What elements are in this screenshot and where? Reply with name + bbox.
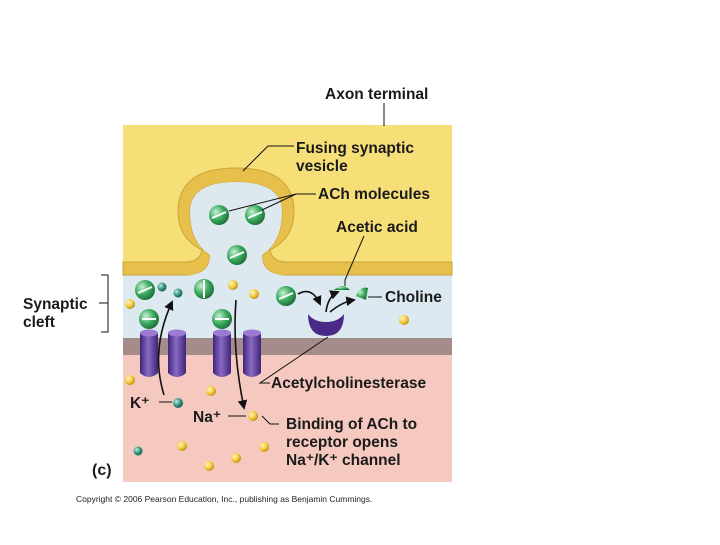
label-synaptic-cleft: Synaptic cleft	[23, 296, 88, 331]
na-ion	[206, 386, 216, 396]
label-acetylcholinesterase: Acetylcholinesterase	[271, 375, 427, 392]
na-ion	[259, 442, 269, 452]
panel-label: (c)	[92, 462, 112, 479]
k-ion	[133, 446, 143, 456]
k-efflux-arrow	[157, 300, 174, 396]
synaptic-cleft-region	[123, 275, 452, 338]
na-ion	[228, 280, 238, 290]
k-ion	[173, 288, 183, 298]
label-na-ion: Na⁺	[193, 409, 221, 426]
na-ion	[204, 461, 214, 471]
na-ion	[248, 411, 258, 421]
ach-to-enzyme-arrow	[297, 290, 322, 306]
ach-molecule-bound	[139, 309, 159, 329]
label-choline: Choline	[385, 289, 442, 306]
label-axon-terminal: Axon terminal	[325, 86, 429, 103]
label-ach-molecules: ACh molecules	[318, 186, 430, 203]
leader-lines	[99, 103, 385, 425]
label-k-ion: K⁺	[130, 395, 150, 412]
copyright-notice: Copyright © 2006 Pearson Education, Inc.…	[76, 494, 373, 504]
ach-molecule	[209, 205, 229, 225]
ach-molecule-bound	[212, 309, 232, 329]
synaptic-vesicle	[186, 182, 286, 275]
na-ion	[177, 441, 187, 451]
na-ion	[125, 375, 135, 385]
choline-fragment	[356, 287, 368, 300]
na-ion	[249, 289, 259, 299]
acetic-acid-fragment	[334, 286, 350, 290]
label-fusing-vesicle: Fusing synaptic vesicle	[296, 140, 414, 175]
ach-molecule	[135, 280, 155, 300]
postsynaptic-membrane	[123, 338, 452, 355]
acetic-acid-release-arrow	[325, 290, 340, 313]
label-acetic-acid: Acetic acid	[336, 219, 418, 236]
ach-molecule	[245, 205, 265, 225]
label-binding-ach: Binding of ACh to receptor opens Na⁺/K⁺ …	[286, 416, 418, 469]
k-ion	[157, 282, 167, 292]
ach-molecule	[194, 279, 214, 299]
choline-release-arrow	[329, 296, 356, 313]
na-ion	[399, 315, 409, 325]
ion-channel-right	[213, 329, 261, 377]
k-ion	[173, 398, 183, 408]
ion-channel-left	[140, 329, 186, 377]
ach-molecule	[276, 286, 296, 306]
acetylcholinesterase-enzyme	[308, 314, 344, 336]
na-ion	[231, 453, 241, 463]
ach-molecule	[227, 245, 247, 265]
na-ion	[125, 299, 135, 309]
na-influx-arrow	[234, 299, 248, 410]
